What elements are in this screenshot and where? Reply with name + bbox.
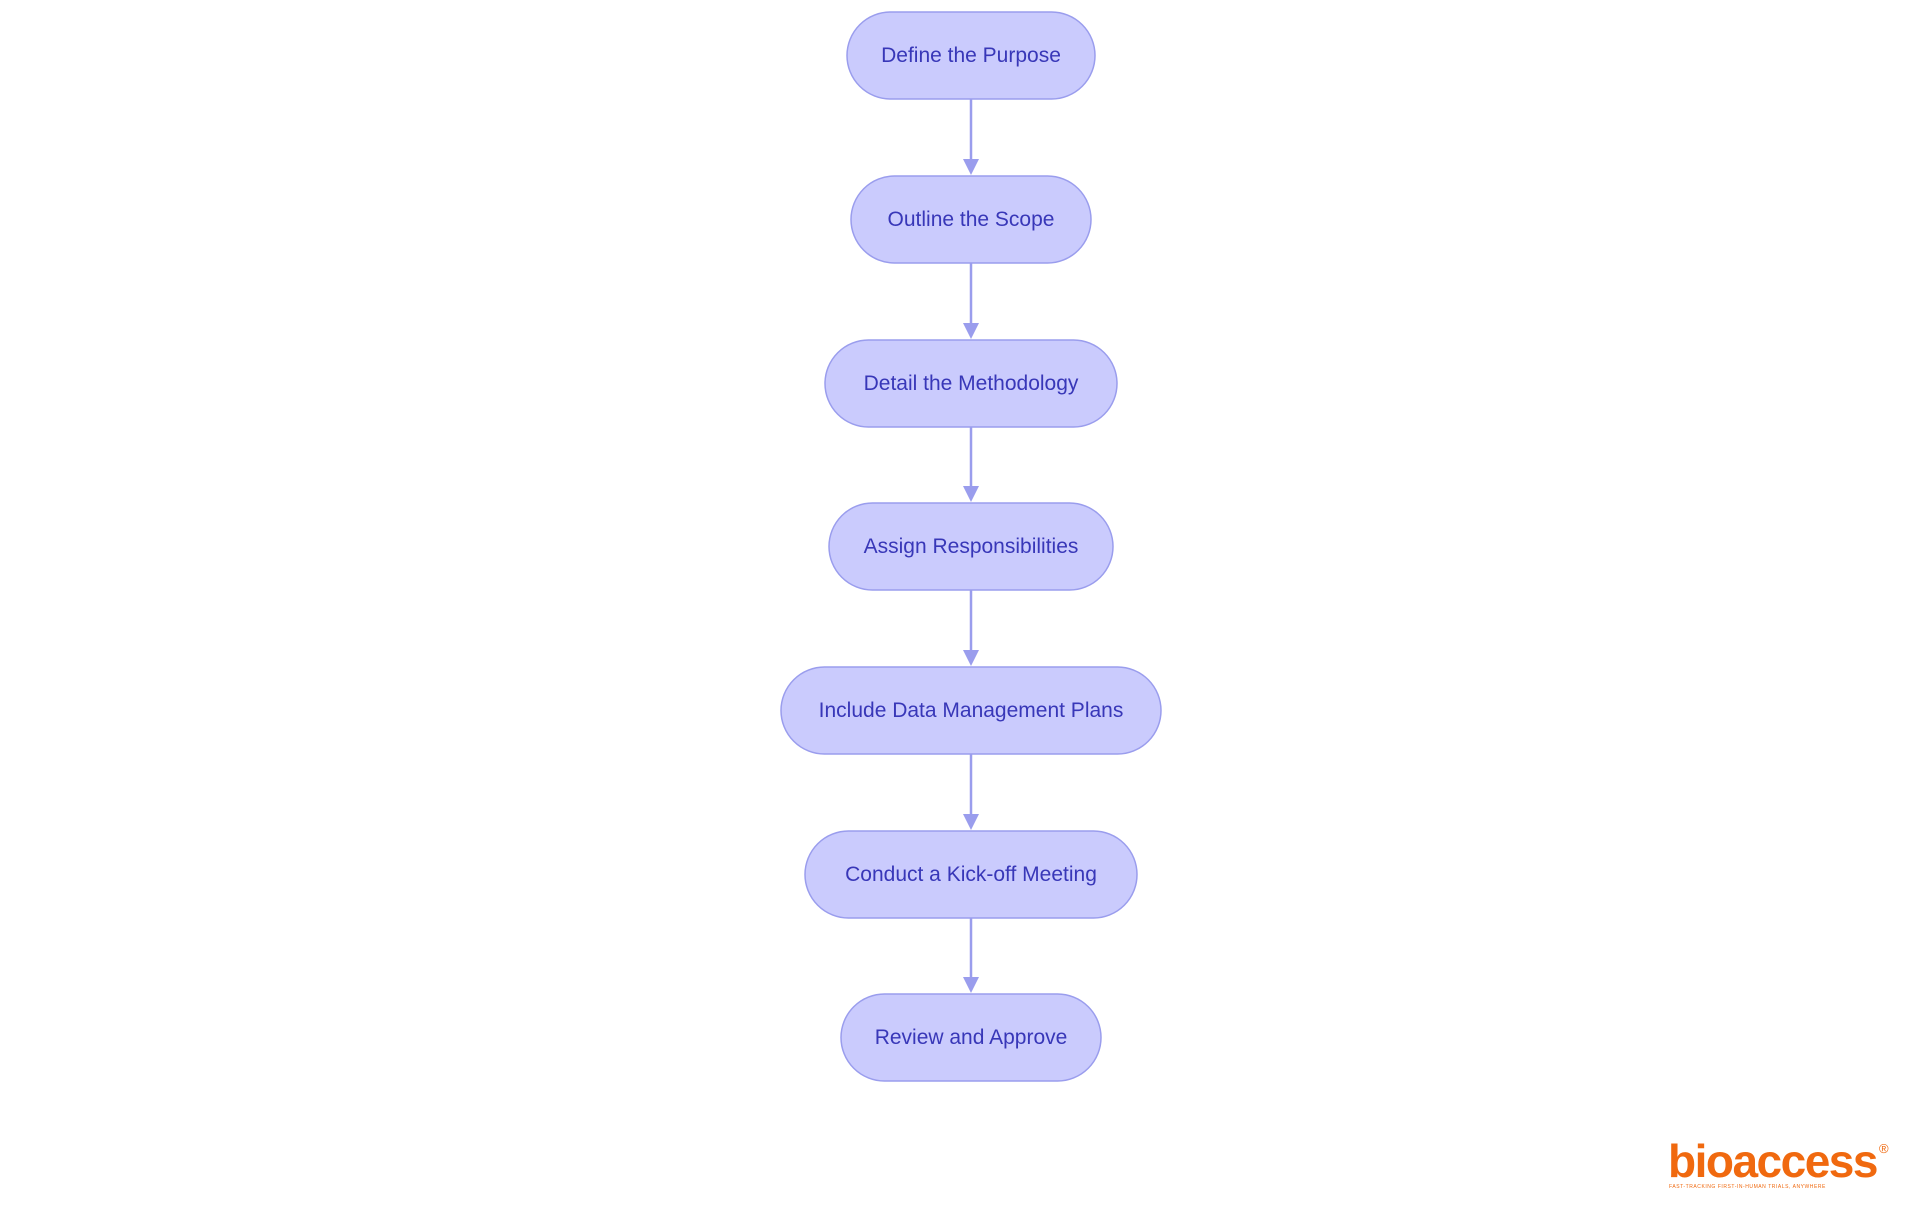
arrowhead-icon (963, 159, 979, 175)
flow-node-label: Outline the Scope (888, 208, 1055, 231)
registered-mark: ® (1879, 1141, 1889, 1156)
flow-node-assign-responsibilities: Assign Responsibilities (828, 502, 1114, 591)
flow-node-detail-methodology: Detail the Methodology (824, 339, 1118, 428)
flowchart-edges (963, 99, 979, 993)
arrowhead-icon (963, 650, 979, 666)
flow-node-label: Review and Approve (875, 1026, 1068, 1049)
flow-node-label: Include Data Management Plans (819, 699, 1124, 722)
arrowhead-icon (963, 977, 979, 993)
bioaccess-logo: bioaccess ® FAST-TRACKING FIRST-IN-HUMAN… (1668, 1138, 1890, 1194)
arrowhead-icon (963, 323, 979, 339)
flow-node-outline-scope: Outline the Scope (850, 175, 1092, 264)
logo-tagline: FAST-TRACKING FIRST-IN-HUMAN TRIALS, ANY… (1669, 1184, 1826, 1190)
flow-node-label: Detail the Methodology (864, 372, 1079, 395)
flow-node-label: Define the Purpose (881, 44, 1061, 67)
flow-node-define-purpose: Define the Purpose (846, 11, 1096, 100)
flow-node-label: Assign Responsibilities (864, 535, 1079, 558)
flow-node-data-management-plans: Include Data Management Plans (780, 666, 1162, 755)
flow-node-review-approve: Review and Approve (840, 993, 1102, 1082)
flow-node-label: Conduct a Kick-off Meeting (845, 863, 1097, 886)
arrowhead-icon (963, 814, 979, 830)
arrowhead-icon (963, 486, 979, 502)
flow-node-kickoff-meeting: Conduct a Kick-off Meeting (804, 830, 1138, 919)
logo-wordmark: bioaccess (1668, 1135, 1878, 1187)
